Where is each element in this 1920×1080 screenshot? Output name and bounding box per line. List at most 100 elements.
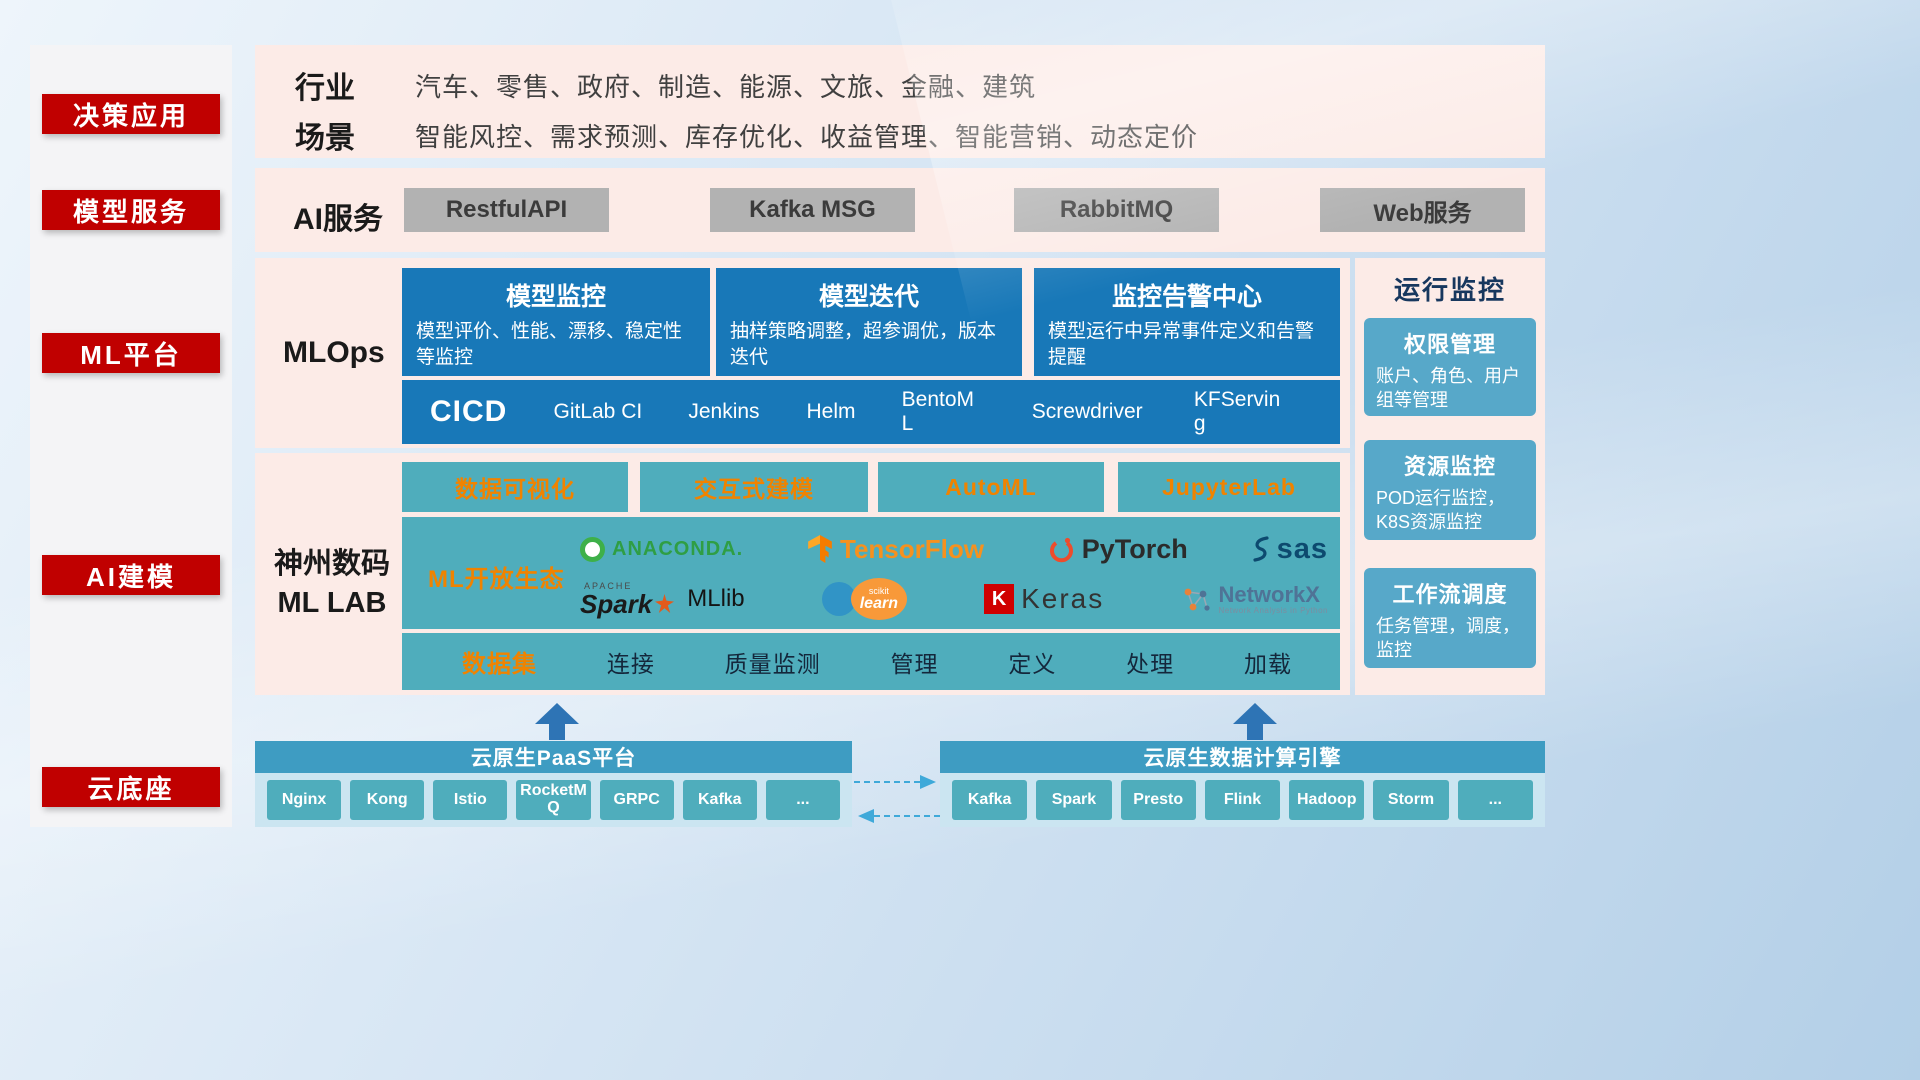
runtime-monitoring-title: 运行监控	[1393, 275, 1506, 305]
tool-automl: AutoML	[878, 462, 1104, 512]
spark-mllib-logo: APACHE Spark MLlib	[580, 580, 745, 619]
panel-ml-lab: 神州数码 ML LAB 数据可视化 交互式建模 AutoML JupyterLa…	[255, 453, 1350, 695]
chip-grpc: GRPC	[599, 780, 674, 820]
industry-list: 汽车、零售、政府、制造、能源、文旅、金融、建筑	[415, 72, 1037, 102]
panel-runtime-monitoring: 运行监控 权限管理 账户、角色、用户组等管理 资源监控 POD运行监控，K8S资…	[1355, 258, 1545, 695]
spark-label: Spark	[580, 588, 653, 619]
cicd-bar: CICD GitLab CI Jenkins Helm BentoML Scre…	[402, 380, 1340, 444]
chip-nginx: Nginx	[267, 780, 342, 820]
anaconda-label: ANACONDA.	[612, 537, 744, 560]
scikit-learn-blue-icon	[821, 582, 856, 616]
chip-kafka2: Kafka	[952, 780, 1028, 820]
cicd-bentoml: BentoML	[901, 387, 975, 435]
networkx-logo: NetworkX Network Analysis in Python	[1181, 581, 1328, 616]
logo-row-2: APACHE Spark MLlib scikit learn	[580, 575, 1328, 623]
logo-row-1: ANACONDA. TensorFlow PyTorch sas	[580, 527, 1328, 571]
service-kafka-msg: Kafka MSG	[710, 188, 915, 232]
mlops-label: MLOps	[283, 336, 385, 369]
chip-kong: Kong	[350, 780, 425, 820]
card-desc: 账户、角色、用户组等管理	[1376, 366, 1520, 411]
tensorflow-logo: TensorFlow	[807, 534, 984, 565]
pytorch-logo: PyTorch	[1048, 534, 1188, 565]
keras-logo: K Keras	[984, 583, 1104, 615]
dataset-define: 定义	[1008, 650, 1057, 677]
tool-jupyterlab: JupyterLab	[1118, 462, 1340, 512]
industry-label: 行业	[295, 72, 355, 105]
chip-flink: Flink	[1204, 780, 1281, 820]
card-title: 资源监控	[1403, 454, 1496, 479]
cicd-jenkins: Jenkins	[688, 399, 760, 423]
networkx-label: NetworkX	[1218, 581, 1320, 607]
tensorflow-icon	[808, 535, 832, 563]
chip-more: ...	[765, 780, 840, 820]
service-restfulapi: RestfulAPI	[404, 188, 609, 232]
chip-presto: Presto	[1120, 780, 1196, 820]
spark-wordmark: APACHE Spark	[580, 580, 675, 619]
left-rail: 决策应用 模型服务 ML平台 AI建模 云底座	[30, 45, 232, 827]
panel-mlops: MLOps 模型监控 模型评价、性能、漂移、稳定性等监控 模型迭代 抽样策略调整…	[255, 258, 1350, 448]
panel-ai-services: AI服务 RestfulAPI Kafka MSG RabbitMQ Web服务	[255, 168, 1545, 252]
card-title: 工作流调度	[1392, 582, 1508, 607]
eco-label: ML开放生态	[428, 566, 565, 593]
ml-lab-label-line2: ML LAB	[277, 587, 387, 620]
cicd-gitlab-ci: GitLab CI	[553, 399, 643, 423]
scikit-learn-logo: scikit learn	[821, 578, 907, 620]
scenario-list: 智能风控、需求预测、库存优化、收益管理、智能营销、动态定价	[415, 122, 1199, 152]
ai-service-label: AI服务	[293, 203, 383, 236]
ml-ecosystem-box: ML开放生态 ANACONDA. TensorFlow PyTorch sas	[402, 517, 1340, 629]
keras-label: Keras	[1021, 583, 1105, 614]
panel-applications: 行业 汽车、零售、政府、制造、能源、文旅、金融、建筑 场景 智能风控、需求预测、…	[255, 45, 1545, 158]
chip-hadoop: Hadoop	[1289, 780, 1365, 820]
card-workflow-scheduling: 工作流调度 任务管理，调度，监控	[1364, 568, 1536, 668]
engine-chip-strip: Kafka Spark Presto Flink Hadoop Storm ..…	[940, 773, 1545, 827]
chip-rocketmq: RocketMQ	[516, 780, 591, 820]
apache-label: APACHE	[584, 580, 633, 591]
card-title: 权限管理	[1403, 332, 1496, 357]
card-title: 模型迭代	[818, 283, 919, 311]
card-desc: POD运行监控，K8S资源监控	[1376, 488, 1506, 533]
ml-lab-label: 神州数码 ML LAB	[261, 545, 403, 623]
tensorflow-label: TensorFlow	[840, 533, 984, 564]
learn-label: learn	[859, 594, 898, 612]
card-alert-center: 监控告警中心 模型运行中异常事件定义和告警提醒	[1034, 268, 1340, 376]
ml-lab-label-line1: 神州数码	[273, 548, 390, 580]
rail-badge-decision-apps: 决策应用	[42, 94, 220, 134]
card-desc: 抽样策略调整，超参调优，版本迭代	[730, 321, 997, 368]
service-rabbitmq: RabbitMQ	[1014, 188, 1219, 232]
sas-icon	[1253, 536, 1269, 562]
card-desc: 模型评价、性能、漂移、稳定性等监控	[416, 321, 683, 368]
spark-star-icon	[655, 594, 675, 613]
dataset-bar: 数据集 连接 质量监测 管理 定义 处理 加载	[402, 633, 1340, 690]
anaconda-icon	[580, 536, 605, 562]
card-model-iteration: 模型迭代 抽样策略调整，超参调优，版本迭代	[716, 268, 1022, 376]
mllib-label: MLlib	[687, 585, 745, 612]
up-arrow-right	[1233, 703, 1277, 740]
rail-badge-ml-platform: ML平台	[42, 333, 220, 373]
chip-storm: Storm	[1373, 780, 1449, 820]
dataset-manage: 管理	[890, 650, 939, 677]
card-model-monitoring: 模型监控 模型评价、性能、漂移、稳定性等监控	[402, 268, 710, 376]
dataset-connect: 连接	[606, 650, 655, 677]
scikit-learn-orange-icon: scikit learn	[850, 578, 907, 620]
scikit-label: scikit	[868, 585, 889, 596]
card-permission-management: 权限管理 账户、角色、用户组等管理	[1364, 318, 1536, 416]
rail-badge-ai-modeling: AI建模	[42, 555, 220, 595]
dataset-label: 数据集	[462, 651, 537, 678]
data-engine-header: 云原生数据计算引擎	[940, 741, 1545, 773]
cicd-helm: Helm	[806, 399, 856, 423]
dataset-load: 加载	[1243, 650, 1292, 677]
networkx-icon	[1185, 588, 1211, 611]
dashed-exchange-arrows	[854, 775, 940, 823]
pytorch-icon	[1049, 537, 1073, 562]
tool-data-visualization: 数据可视化	[402, 462, 628, 512]
card-desc: 任务管理，调度，监控	[1376, 616, 1520, 661]
card-resource-monitoring: 资源监控 POD运行监控，K8S资源监控	[1364, 440, 1536, 540]
paas-chip-strip: Nginx Kong Istio RocketMQ GRPC Kafka ...	[255, 773, 852, 827]
chip-istio: Istio	[433, 780, 508, 820]
rail-badge-model-service: 模型服务	[42, 190, 220, 230]
cicd-label: CICD	[430, 395, 508, 428]
keras-icon: K	[984, 584, 1015, 614]
card-title: 模型监控	[505, 283, 606, 311]
cicd-screwdriver: Screwdriver	[1031, 399, 1143, 423]
